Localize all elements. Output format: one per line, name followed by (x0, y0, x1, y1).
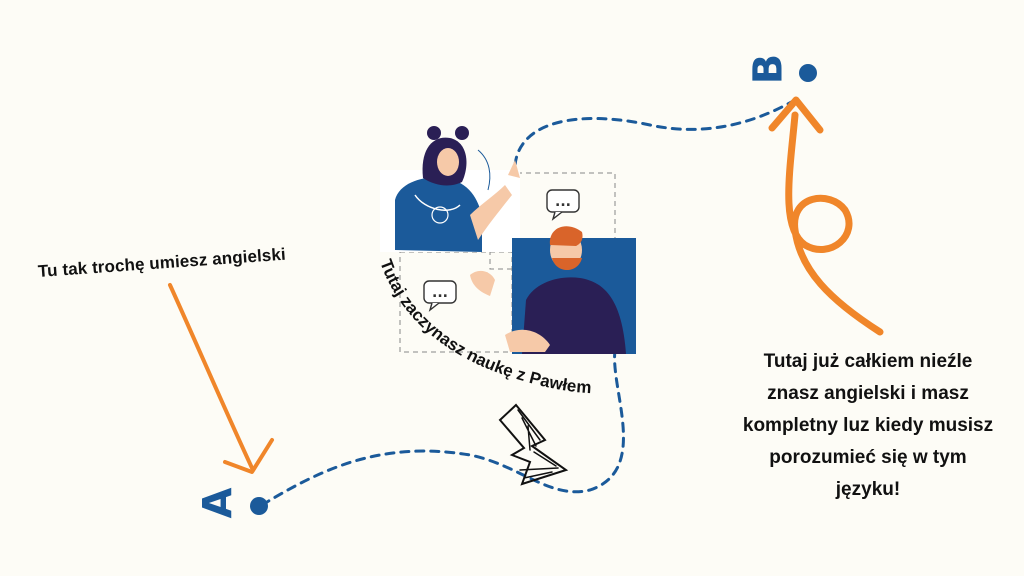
man-figure (470, 226, 636, 354)
marker-a-dot (250, 497, 268, 515)
orange-loop-arrow-icon (768, 96, 884, 336)
marker-a-label: A (195, 487, 242, 519)
bubble-dots-left: ... (432, 285, 448, 301)
orange-straight-arrow-icon (168, 283, 274, 474)
right-note-line: języku! (835, 479, 901, 500)
speech-bubble-icon-left: ... (423, 280, 457, 312)
right-note-line: kompletny luz kiedy musisz (742, 415, 994, 436)
marker-b-label: B (745, 53, 792, 85)
bubble-dots-top: ... (555, 194, 571, 210)
right-note: Tutaj już całkiem nieźle znasz angielski… (728, 346, 1008, 506)
right-note-line: porozumieć się w tym (769, 447, 967, 468)
right-note-line: znasz angielski i masz (767, 383, 969, 404)
right-note-line: Tutaj już całkiem nieźle (763, 351, 973, 372)
journey-path-upper (513, 98, 797, 167)
marker-b-dot (799, 64, 817, 82)
black-scribble-arrow-icon (498, 403, 569, 486)
speech-bubble-icon: ... (546, 189, 580, 221)
woman-figure (380, 126, 520, 252)
